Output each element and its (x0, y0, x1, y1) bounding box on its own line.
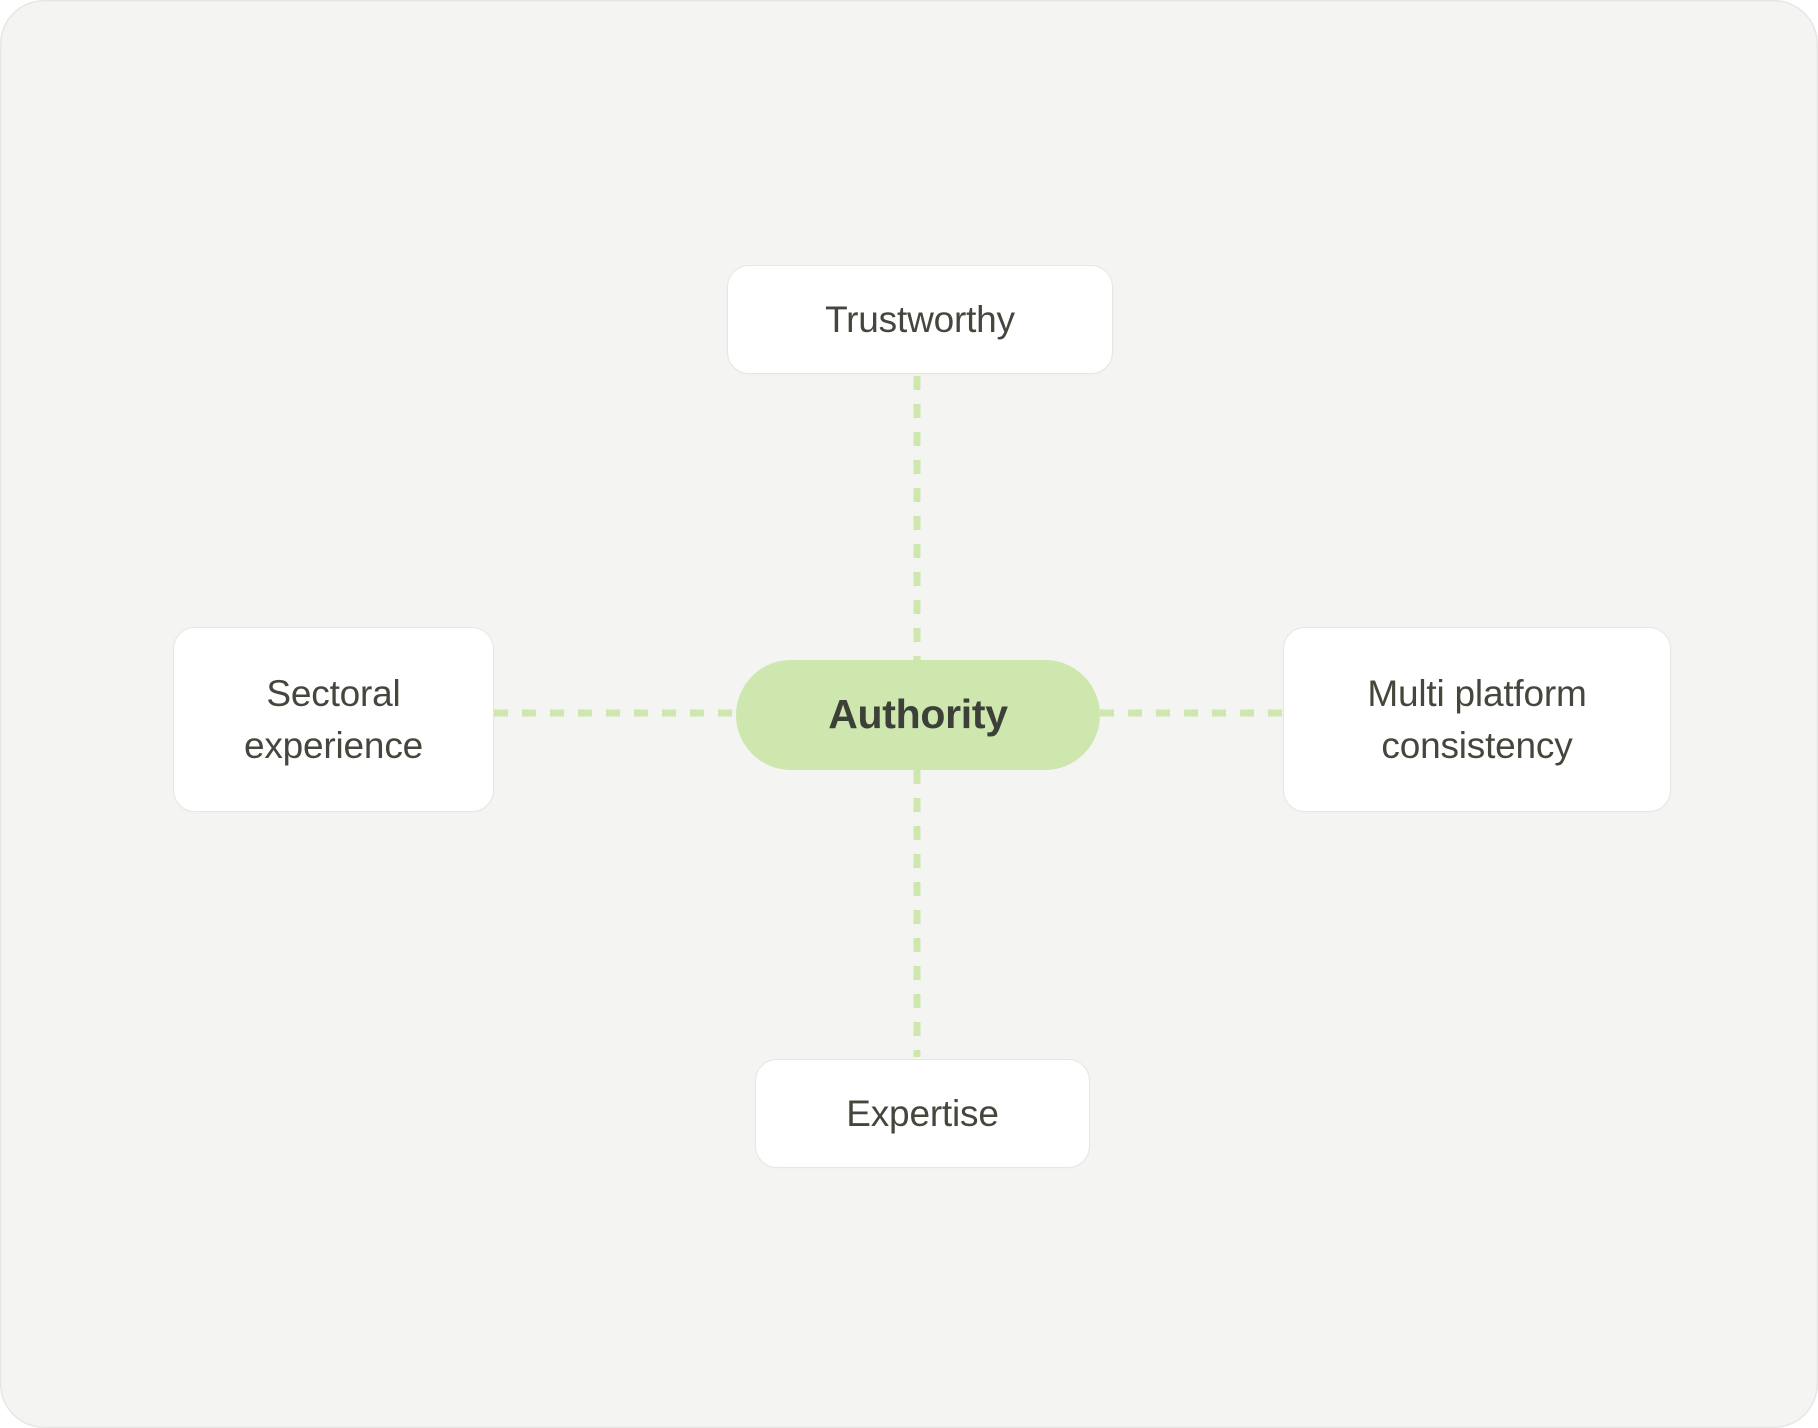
node-authority-label: Authority (828, 691, 1008, 738)
node-multi-platform-consistency[interactable]: Multi platform consistency (1283, 627, 1671, 812)
node-expertise[interactable]: Expertise (755, 1059, 1090, 1168)
node-sectoral-experience-label: Sectoral experience (243, 673, 423, 766)
node-multi-platform-consistency-label: Multi platform consistency (1367, 673, 1587, 766)
node-trustworthy-label: Trustworthy (825, 298, 1015, 340)
node-sectoral-experience[interactable]: Sectoral experience (173, 627, 494, 812)
node-authority-center[interactable]: Authority (736, 660, 1100, 770)
node-trustworthy[interactable]: Trustworthy (727, 265, 1113, 374)
node-expertise-label: Expertise (846, 1092, 999, 1134)
